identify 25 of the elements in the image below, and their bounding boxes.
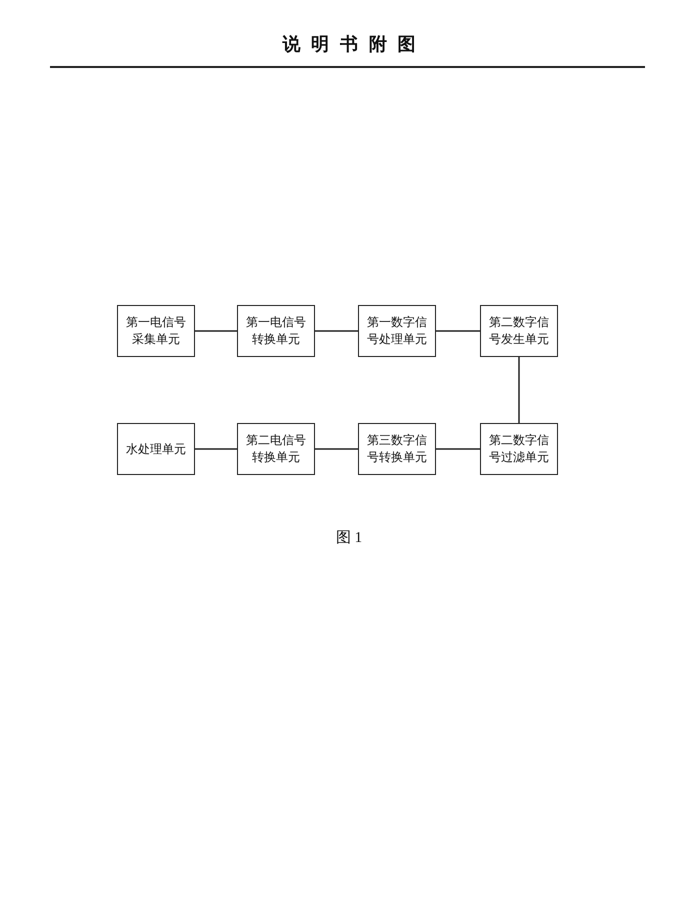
- connector-line: [315, 448, 358, 450]
- process-box: [480, 423, 558, 475]
- box-label: 第二数字信号发生单元: [488, 314, 550, 348]
- connector-line: [195, 448, 237, 450]
- connector-line: [315, 330, 358, 332]
- connector-line: [518, 357, 520, 423]
- connector-line: [436, 448, 480, 450]
- connector-line: [436, 330, 480, 332]
- page-heading: 说明书附图: [282, 34, 426, 55]
- box-label: 第一电信号转换单元: [244, 314, 307, 348]
- process-box: [117, 423, 195, 475]
- box-label: 水处理单元: [124, 440, 187, 458]
- box-label: 第一电信号采集单元: [124, 314, 187, 348]
- process-box: [237, 423, 315, 475]
- process-box: [237, 305, 315, 357]
- connector-line: [195, 330, 237, 332]
- figure-caption: 图 1: [336, 530, 362, 546]
- box-label: 第一数字信号处理单元: [366, 314, 428, 348]
- process-box: [358, 305, 436, 357]
- box-label: 第二电信号转换单元: [244, 432, 307, 466]
- process-box: [480, 305, 558, 357]
- box-label: 第三数字信号转换单元: [366, 432, 428, 466]
- process-box: [358, 423, 436, 475]
- box-label: 第二数字信号过滤单元: [488, 432, 550, 466]
- process-box: [117, 305, 195, 357]
